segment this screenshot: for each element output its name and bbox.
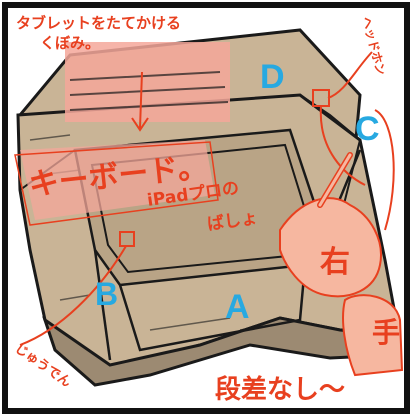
right-cable [374, 109, 395, 231]
zone-label-a: A [225, 288, 250, 326]
right-hand-label: 右 [320, 245, 350, 280]
slot-arrow [131, 71, 149, 132]
tablet-slot-hatch [69, 71, 229, 111]
zone-label-c: C [355, 110, 380, 148]
zone-divider-a [118, 264, 307, 352]
headset-cable [319, 105, 366, 186]
hand-lower [342, 294, 404, 377]
headset-leader [327, 51, 373, 99]
charging-cable [19, 245, 127, 346]
finger-index-fill [318, 153, 352, 207]
zone-label-b: B [95, 276, 118, 312]
hand-label-2: 手 [372, 316, 400, 349]
zone-label-d: D [260, 58, 285, 96]
charging-marker [119, 231, 135, 247]
keyboard-highlight [20, 140, 215, 220]
keyboard-outline [14, 141, 219, 226]
zone-divider-b [93, 249, 112, 361]
no-steps-note: 段差なし〜 [215, 374, 345, 405]
tablet-slot-note-2: くぼみ。 [40, 34, 100, 52]
tablet-slot-note: タブレットをたてかける [16, 14, 181, 32]
